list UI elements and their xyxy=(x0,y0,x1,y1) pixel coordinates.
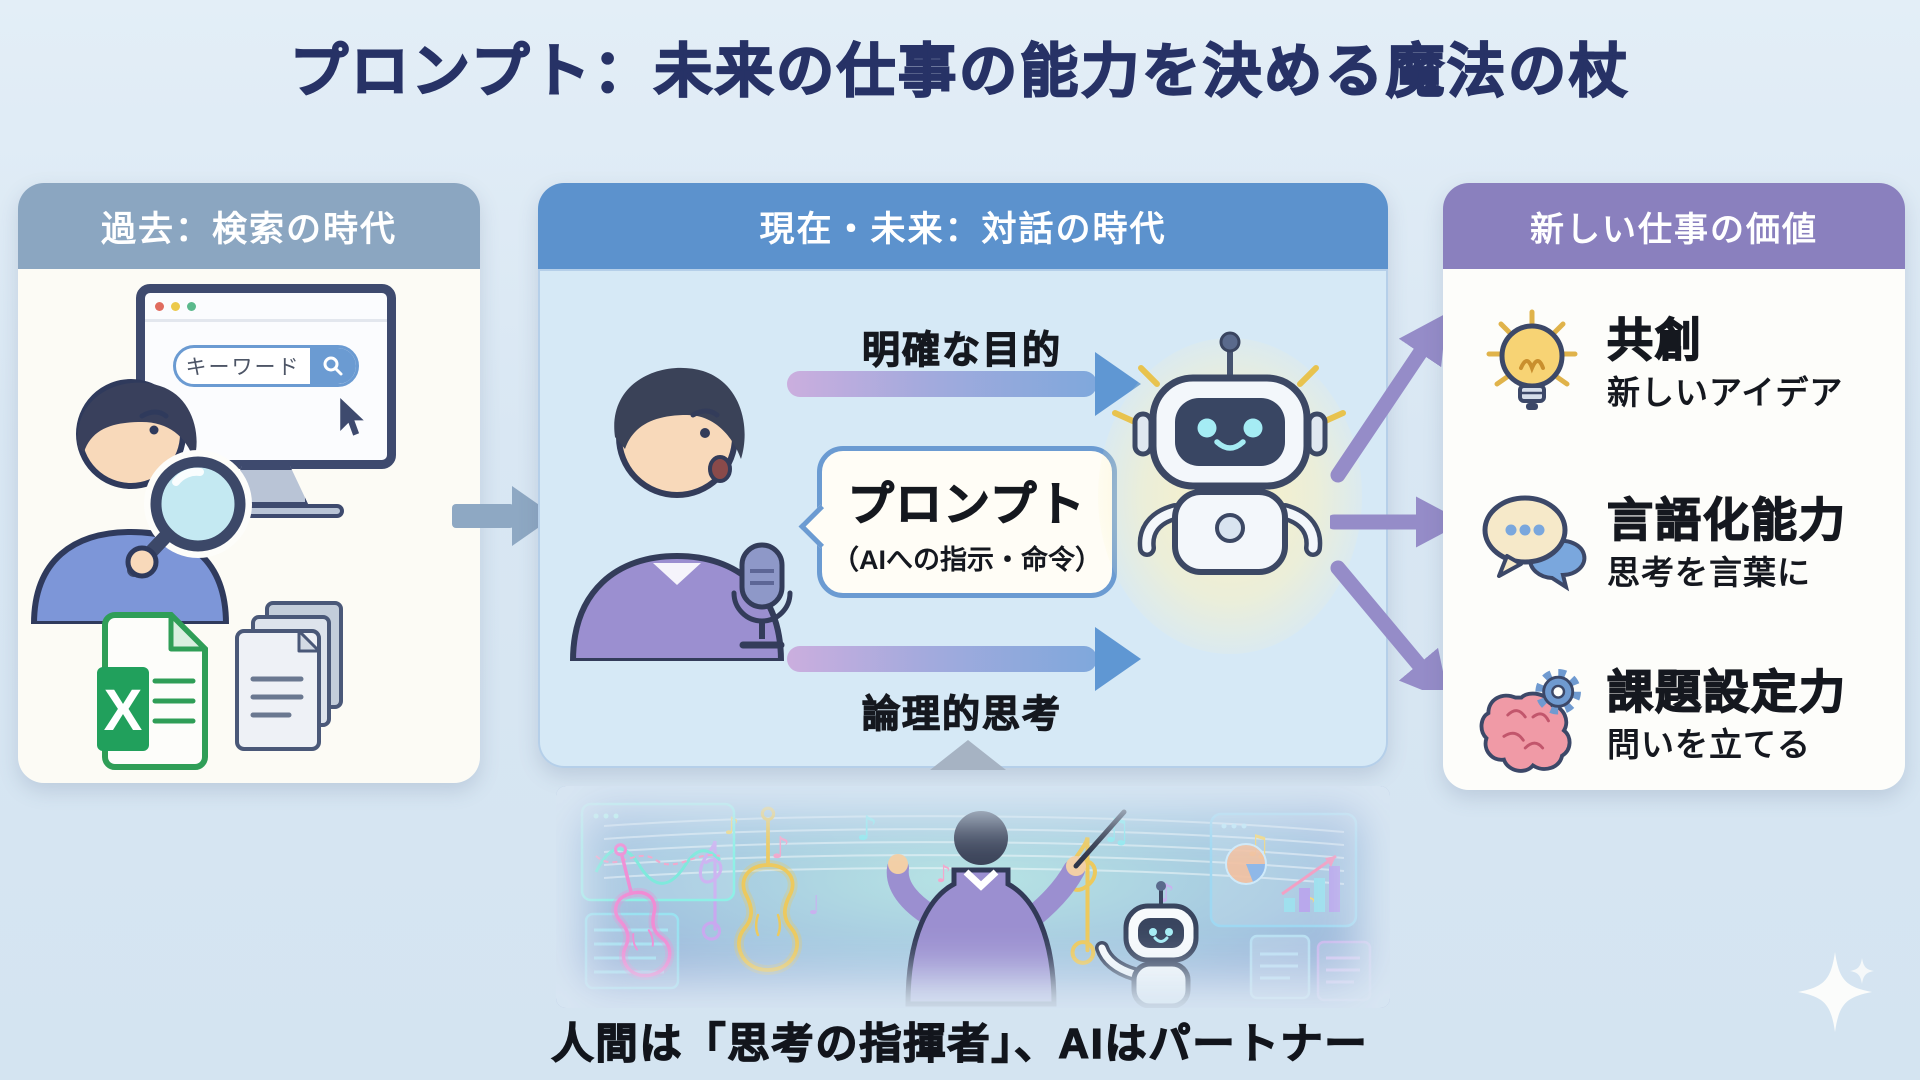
value-item-title: 共創 xyxy=(1606,313,1703,366)
value-item-co-creation: 共創 新しいアイデア xyxy=(1477,289,1877,439)
browser-bar xyxy=(145,293,387,322)
value-item-title: 課題設定力 xyxy=(1606,665,1847,718)
fan-arrows-to-value xyxy=(1330,313,1464,690)
panel-past-header: 過去：検索の時代 xyxy=(18,183,480,269)
stage-robot-illustration xyxy=(1095,881,1199,1008)
search-icon xyxy=(323,356,343,376)
brain-gear-icon xyxy=(1479,668,1581,773)
panel-value-body: 共創 新しいアイデア 言語化能力 思考を言葉に xyxy=(1443,269,1905,790)
chart-window-left xyxy=(580,802,736,902)
page-title: プロンプト：未来の仕事の能力を決める魔法の杖 xyxy=(289,38,1631,105)
documents-right xyxy=(1249,934,1372,1002)
logic-arrow xyxy=(787,627,1141,691)
svg-text:♩: ♩ xyxy=(808,891,820,921)
search-keyword-text: キーワード xyxy=(185,356,301,379)
search-box: キーワード xyxy=(173,345,359,387)
browser-dot-yellow xyxy=(171,301,180,311)
value-item-subtitle: 思考を言葉に xyxy=(1607,554,1811,592)
prompt-speech-bubble: プロンプト （AIへの指示・命令） xyxy=(817,446,1117,598)
value-item-verbalization: 言語化能力 思考を言葉に xyxy=(1477,469,1877,619)
conductor-scene-illustration: ♪ ♪ ♪ ♩ ♪ ♫ ♪ ♫ ♪ xyxy=(556,786,1390,1008)
chart-window-right xyxy=(1209,812,1358,928)
bottom-caption: 人間は「思考の指揮者」、AIはパートナー xyxy=(551,1019,1369,1068)
panel-past: 過去：検索の時代 キーワード xyxy=(18,183,480,783)
value-item-title: 言語化能力 xyxy=(1606,493,1847,546)
svg-text:♪: ♪ xyxy=(856,809,878,849)
search-button xyxy=(310,348,356,384)
top-arrow-label: 明確な目的 xyxy=(861,329,1062,372)
panel-past-body: キーワード xyxy=(18,269,480,783)
lightbulb-icon xyxy=(1486,309,1578,410)
neon-violin-yellow xyxy=(734,806,802,976)
prompt-bubble-title: プロンプト xyxy=(847,477,1087,531)
bottom-arrow-label: 論理的思考 xyxy=(861,693,1062,736)
speaking-person-illustration xyxy=(569,367,785,661)
cursor-icon xyxy=(340,398,364,436)
sparkle-icon xyxy=(1798,952,1874,1032)
neon-violin-pink xyxy=(611,843,675,981)
documents-icon xyxy=(235,601,343,751)
purpose-arrow xyxy=(787,352,1141,416)
conductor-illustration xyxy=(886,809,1127,1007)
prompt-bubble-subtitle: （AIへの指示・命令） xyxy=(832,544,1102,575)
ai-robot-illustration xyxy=(1098,331,1362,654)
svg-text:♪: ♪ xyxy=(771,831,790,866)
excel-letter: X xyxy=(104,678,143,743)
panel-present-header: 現在・未来：対話の時代 xyxy=(538,183,1388,269)
browser-dot-red xyxy=(155,301,164,311)
panel-value: 新しい仕事の価値 共創 新しいアイデア xyxy=(1443,183,1905,790)
value-item-text: 言語化能力 思考を言葉に xyxy=(1606,493,1847,595)
panel-value-header: 新しい仕事の価値 xyxy=(1443,183,1905,269)
speech-bubbles-icon xyxy=(1482,495,1587,592)
excel-file-icon: X xyxy=(97,612,208,770)
panel-present-body: 明確な目的 プロンプト （AIへの指示・命令 xyxy=(538,269,1388,768)
value-item-subtitle: 問いを立てる xyxy=(1607,726,1811,764)
svg-text:♪: ♪ xyxy=(936,860,951,888)
person-with-magnifier-illustration xyxy=(30,379,252,624)
panel-bottom-notch xyxy=(930,740,1006,770)
svg-text:♪: ♪ xyxy=(724,812,739,840)
value-item-text: 課題設定力 問いを立てる xyxy=(1606,665,1847,767)
value-item-problem-setting: 課題設定力 問いを立てる xyxy=(1477,641,1877,790)
flow-arrow-past-to-present xyxy=(452,486,555,546)
microphone-icon xyxy=(731,542,793,649)
value-item-text: 共創 新しいアイデア xyxy=(1606,313,1844,415)
browser-dot-green xyxy=(187,301,196,311)
panel-present: 現在・未来：対話の時代 明確な目的 xyxy=(538,183,1388,768)
value-item-subtitle: 新しいアイデア xyxy=(1607,374,1844,412)
